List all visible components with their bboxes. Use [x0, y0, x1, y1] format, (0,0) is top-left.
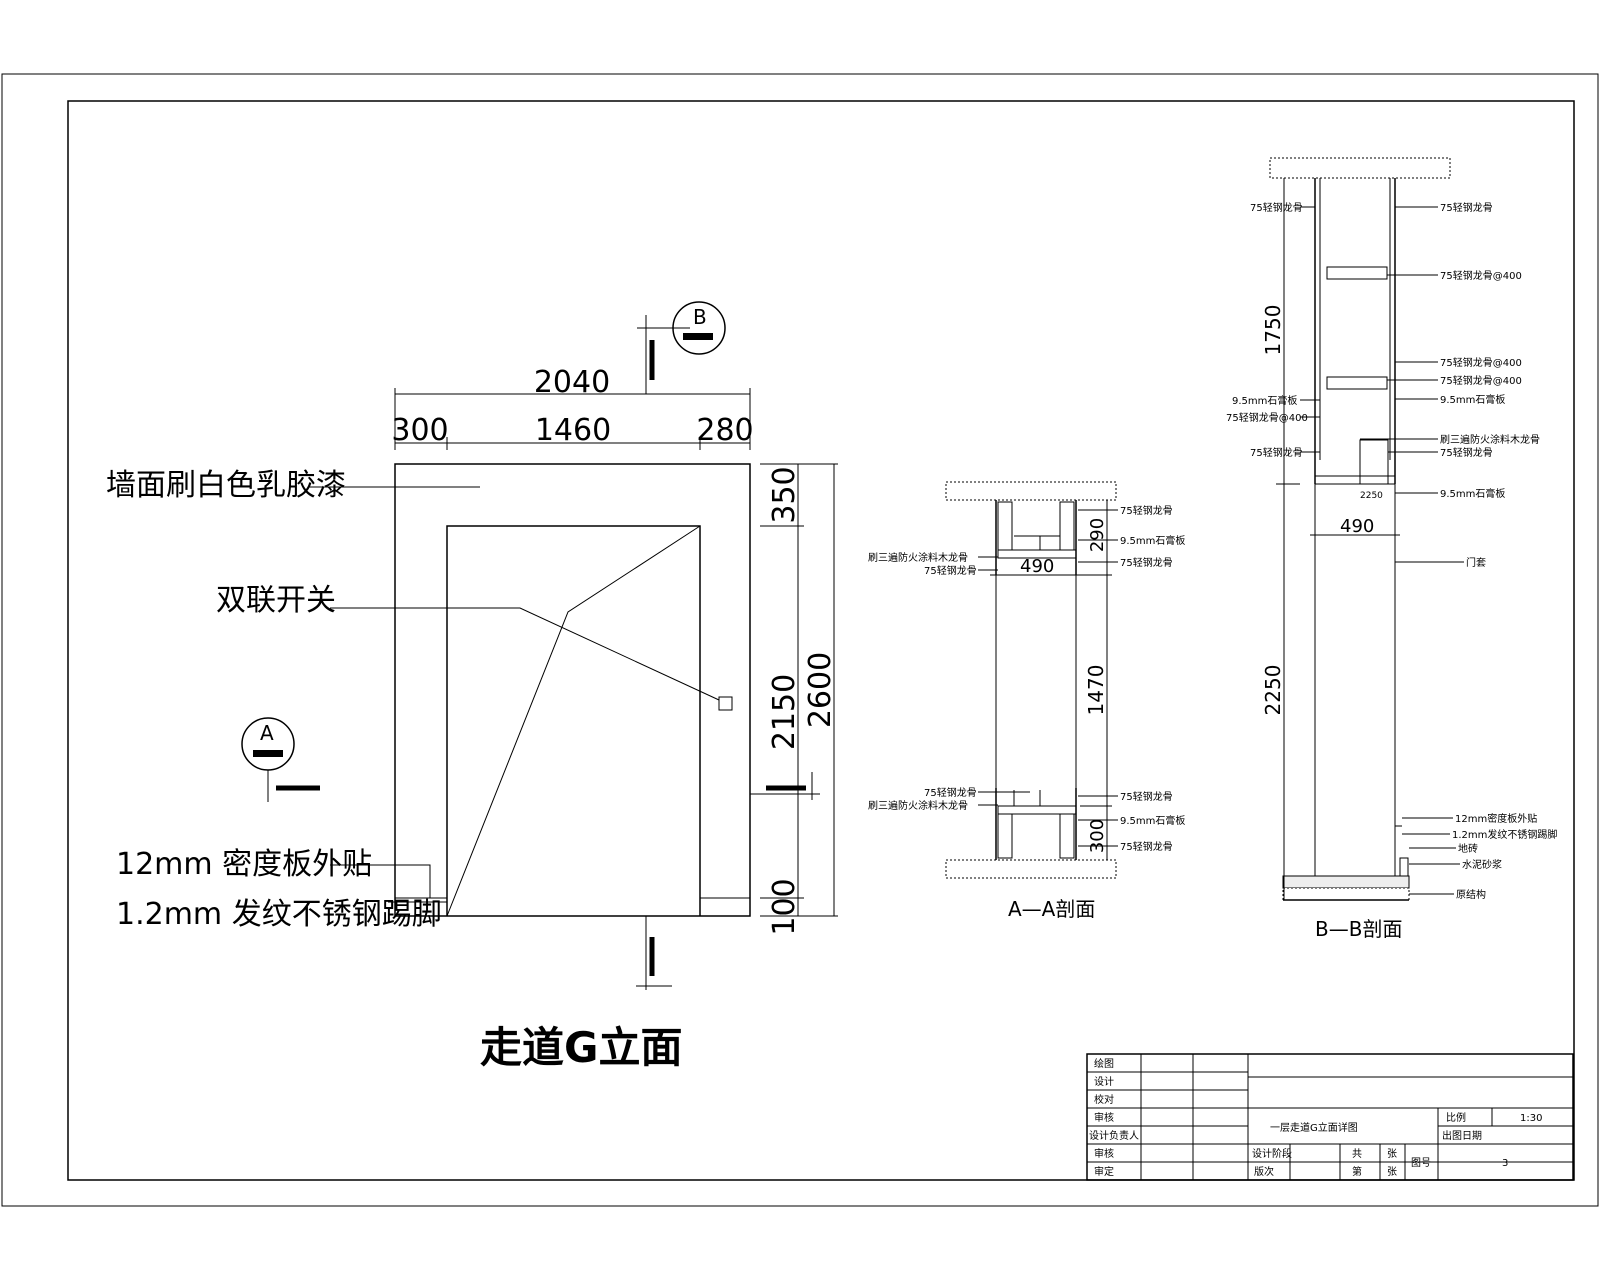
section-b-ceiling [1269, 157, 1451, 179]
dim-left-width: 300 [391, 413, 448, 448]
section-b-note-r13: 水泥砂浆 [1462, 858, 1502, 871]
tb-scale-value: 1:30 [1520, 1113, 1542, 1124]
section-a-note-stud-br2: 75轻钢龙骨 [1120, 840, 1173, 853]
section-a-note-gypsum-tr: 9.5mm石膏板 [1120, 534, 1185, 547]
section-b-dim-upper: 1750 [1261, 305, 1285, 356]
section-a-dim-width: 490 [1020, 556, 1054, 577]
tb-left-label-0: 绘图 [1094, 1057, 1114, 1070]
section-a-title: A—A剖面 [1008, 897, 1095, 921]
dim-total-width: 2040 [534, 365, 610, 400]
section-a-note-fire-bot: 刷三遍防火涂料木龙骨 [868, 799, 968, 812]
section-a-note-stud-tr2: 75轻钢龙骨 [1120, 556, 1173, 569]
door-swing-line [446, 525, 701, 917]
tb-left-label-1: 设计 [1094, 1075, 1114, 1088]
tb-date-label: 出图日期 [1442, 1129, 1482, 1142]
elevation-view: 2040 300 1460 280 350 2150 100 2600 墙面刷白… [106, 301, 838, 1072]
title-block: 绘图 设计 校对 审核 设计负责人 审核 审定 一层走道G立面详图 比例 1:3… [1086, 1053, 1574, 1181]
tb-left-label-5: 审核 [1094, 1147, 1114, 1160]
inner-border [67, 100, 1575, 1181]
label-double-switch: 双联开关 [216, 583, 336, 618]
tb-version-label: 版次 [1254, 1165, 1274, 1178]
section-a-dim-bottom: 300 [1087, 819, 1108, 853]
outer-border [1, 73, 1599, 1207]
section-a-note-fire-top: 刷三遍防火涂料木龙骨 [868, 551, 968, 564]
leader-mdf [330, 864, 431, 898]
section-b-note-r5: 9.5mm石膏板 [1440, 393, 1505, 406]
dim-base-height: 100 [767, 878, 802, 935]
tb-stage-label: 设计阶段 [1252, 1147, 1292, 1160]
tb-scale-label: 比例 [1446, 1111, 1466, 1124]
section-b-note-r12: 地砖 [1458, 842, 1478, 855]
section-b-symbol [672, 301, 726, 355]
section-b-letter: B [693, 305, 707, 329]
section-b-note-r10: 12mm密度板外贴 [1455, 812, 1537, 825]
label-mdf: 12mm 密度板外贴 [116, 847, 372, 882]
tb-drawing-no-value: 3 [1502, 1158, 1508, 1169]
section-b-dim-small: 2250 [1360, 491, 1383, 501]
dim-door-width: 1460 [535, 413, 611, 448]
section-b-note-l3: 75轻钢龙骨@400 [1226, 411, 1308, 424]
section-b-note-r9: 门套 [1466, 556, 1486, 569]
section-a-note-gypsum-br: 9.5mm石膏板 [1120, 814, 1185, 827]
section-a-view: 490 290 1470 300 75轻钢龙骨 9.5mm石膏板 75轻钢龙骨 … [868, 481, 1185, 921]
tb-sheet-unit: 张 [1387, 1148, 1397, 1160]
section-b-note-r8: 9.5mm石膏板 [1440, 487, 1505, 500]
tb-left-label-3: 审核 [1094, 1111, 1114, 1124]
section-b-floor-mortar [1282, 887, 1410, 901]
tb-drawing-no-label: 图号 [1411, 1157, 1431, 1169]
section-a-note-stud-l-bot: 75轻钢龙骨 [924, 786, 977, 799]
label-wall-paint: 墙面刷白色乳胶漆 [106, 468, 346, 503]
section-b-note-l2: 9.5mm石膏板 [1232, 394, 1297, 407]
tb-left-label-2: 校对 [1094, 1093, 1114, 1106]
section-a-note-stud-br: 75轻钢龙骨 [1120, 790, 1173, 803]
section-a-floor [945, 859, 1117, 879]
section-b-note-r2: 75轻钢龙骨@400 [1440, 269, 1522, 282]
section-a-dim-middle: 1470 [1084, 665, 1108, 716]
section-b-dim-width: 490 [1340, 516, 1374, 537]
tb-left-label-4: 设计负责人 [1089, 1129, 1139, 1142]
section-a-letter: A [260, 721, 274, 745]
section-b-note-r3: 75轻钢龙骨@400 [1440, 356, 1522, 369]
tb-drawing-name: 一层走道G立面详图 [1270, 1121, 1358, 1134]
dim-door-height: 2150 [767, 674, 802, 750]
section-b-dim-lower: 2250 [1261, 665, 1285, 716]
section-a-note-stud-l-top: 75轻钢龙骨 [924, 564, 977, 577]
section-b-note-r6: 刷三遍防火涂料木龙骨 [1440, 433, 1540, 446]
tb-sheet-of-label: 第 [1352, 1165, 1362, 1178]
tb-sheet-label: 共 [1352, 1148, 1362, 1160]
section-b-note-r11: 1.2mm发纹不锈钢踢脚 [1452, 828, 1557, 841]
double-switch-symbol [718, 696, 733, 711]
section-b-note-r14: 原结构 [1456, 888, 1486, 901]
section-b-note-r1: 75轻钢龙骨 [1440, 201, 1493, 214]
section-b-floor-tile [1282, 875, 1410, 889]
tb-left-label-6: 审定 [1094, 1165, 1114, 1178]
section-b-view: 1750 2250 490 2250 75轻钢龙骨 9.5mm石膏板 75轻钢龙… [1226, 157, 1557, 941]
section-b-title: B—B剖面 [1315, 917, 1402, 941]
door-opening [446, 525, 701, 916]
elevation-title: 走道G立面 [480, 1023, 682, 1072]
dim-right-width: 280 [696, 413, 753, 448]
tb-sheet-of-unit: 张 [1387, 1166, 1397, 1178]
section-a-ceiling [945, 481, 1117, 501]
label-kick-plate: 1.2mm 发纹不锈钢踢脚 [116, 897, 442, 932]
wall-outline [394, 463, 751, 917]
section-b-note-r7: 75轻钢龙骨 [1440, 446, 1493, 459]
section-b-note-r4: 75轻钢龙骨@400 [1440, 374, 1522, 387]
section-a-note-stud-tr: 75轻钢龙骨 [1120, 504, 1173, 517]
section-a-dim-top: 290 [1087, 518, 1108, 552]
leader-double-switch [330, 607, 720, 701]
section-b-note-l4: 75轻钢龙骨 [1250, 446, 1303, 459]
dim-top-height: 350 [767, 466, 802, 523]
dim-total-height: 2600 [803, 652, 838, 728]
section-b-note-l1: 75轻钢龙骨 [1250, 201, 1303, 214]
